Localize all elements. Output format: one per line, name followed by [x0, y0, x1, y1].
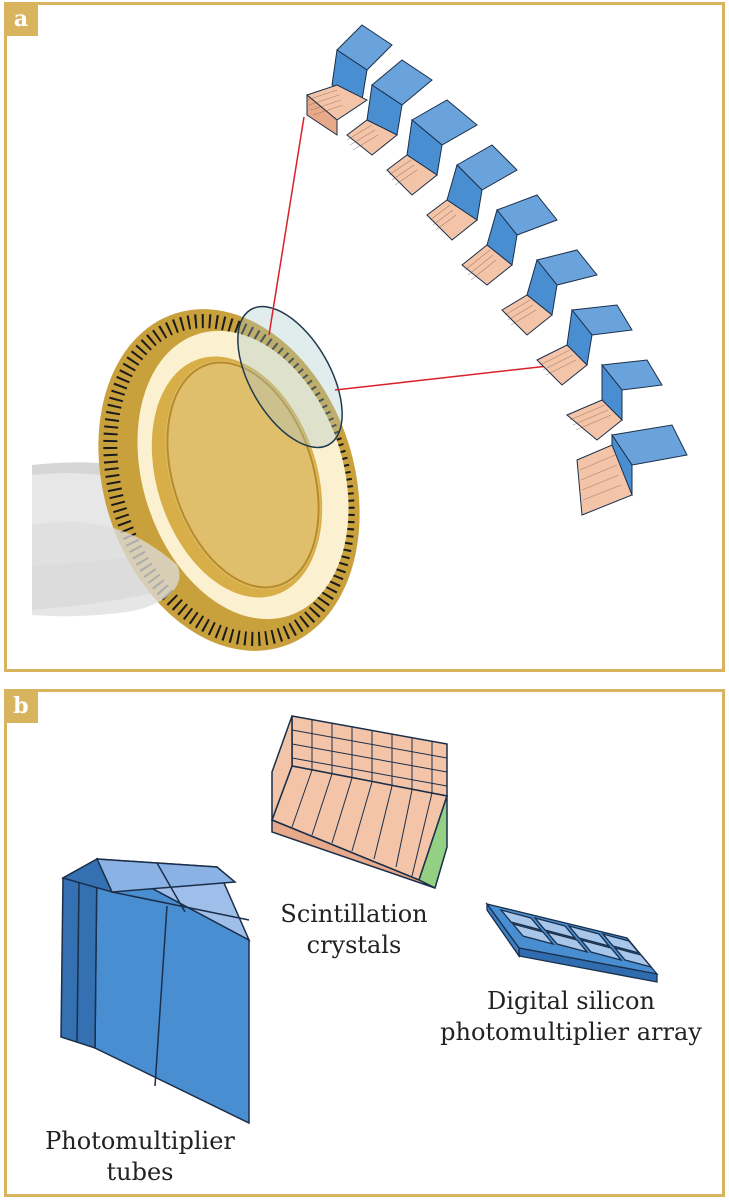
- panel-a: a: [4, 2, 725, 672]
- scintillation-label-line1: Scintillation: [280, 900, 428, 928]
- zoom-lens: [237, 305, 343, 449]
- scintillation-label-line2: crystals: [306, 931, 402, 959]
- pet-scanner-illustration: [32, 24, 688, 651]
- pmt-block: [60, 857, 251, 1125]
- pmt-label-line1: Photomultiplier: [45, 1127, 235, 1155]
- dsipm-label-line2: photomultiplier array: [440, 1018, 702, 1046]
- scanner-ring: [98, 309, 360, 651]
- scintillation-crystal-block: [271, 715, 448, 890]
- dsipm-label-line1: Digital silicon: [487, 987, 655, 1015]
- scintillation-grid: [271, 720, 448, 877]
- dsipm-label: Digital silicon photomultiplier array: [421, 986, 721, 1048]
- panel-a-tag: a: [4, 2, 38, 36]
- pmt-label-line2: tubes: [106, 1158, 174, 1186]
- scintillation-crystals-label: Scintillation crystals: [269, 899, 439, 961]
- panel-b: b: [4, 689, 725, 1197]
- leader-line-top: [268, 116, 305, 336]
- detector-components: [60, 715, 659, 1125]
- leader-line-bottom: [334, 362, 576, 391]
- detector-arc: [305, 24, 688, 516]
- panel-b-tag: b: [4, 689, 38, 723]
- crystal-grid: [306, 89, 622, 501]
- pmt-label: Photomultiplier tubes: [20, 1126, 260, 1188]
- dsipm-array: [485, 902, 659, 983]
